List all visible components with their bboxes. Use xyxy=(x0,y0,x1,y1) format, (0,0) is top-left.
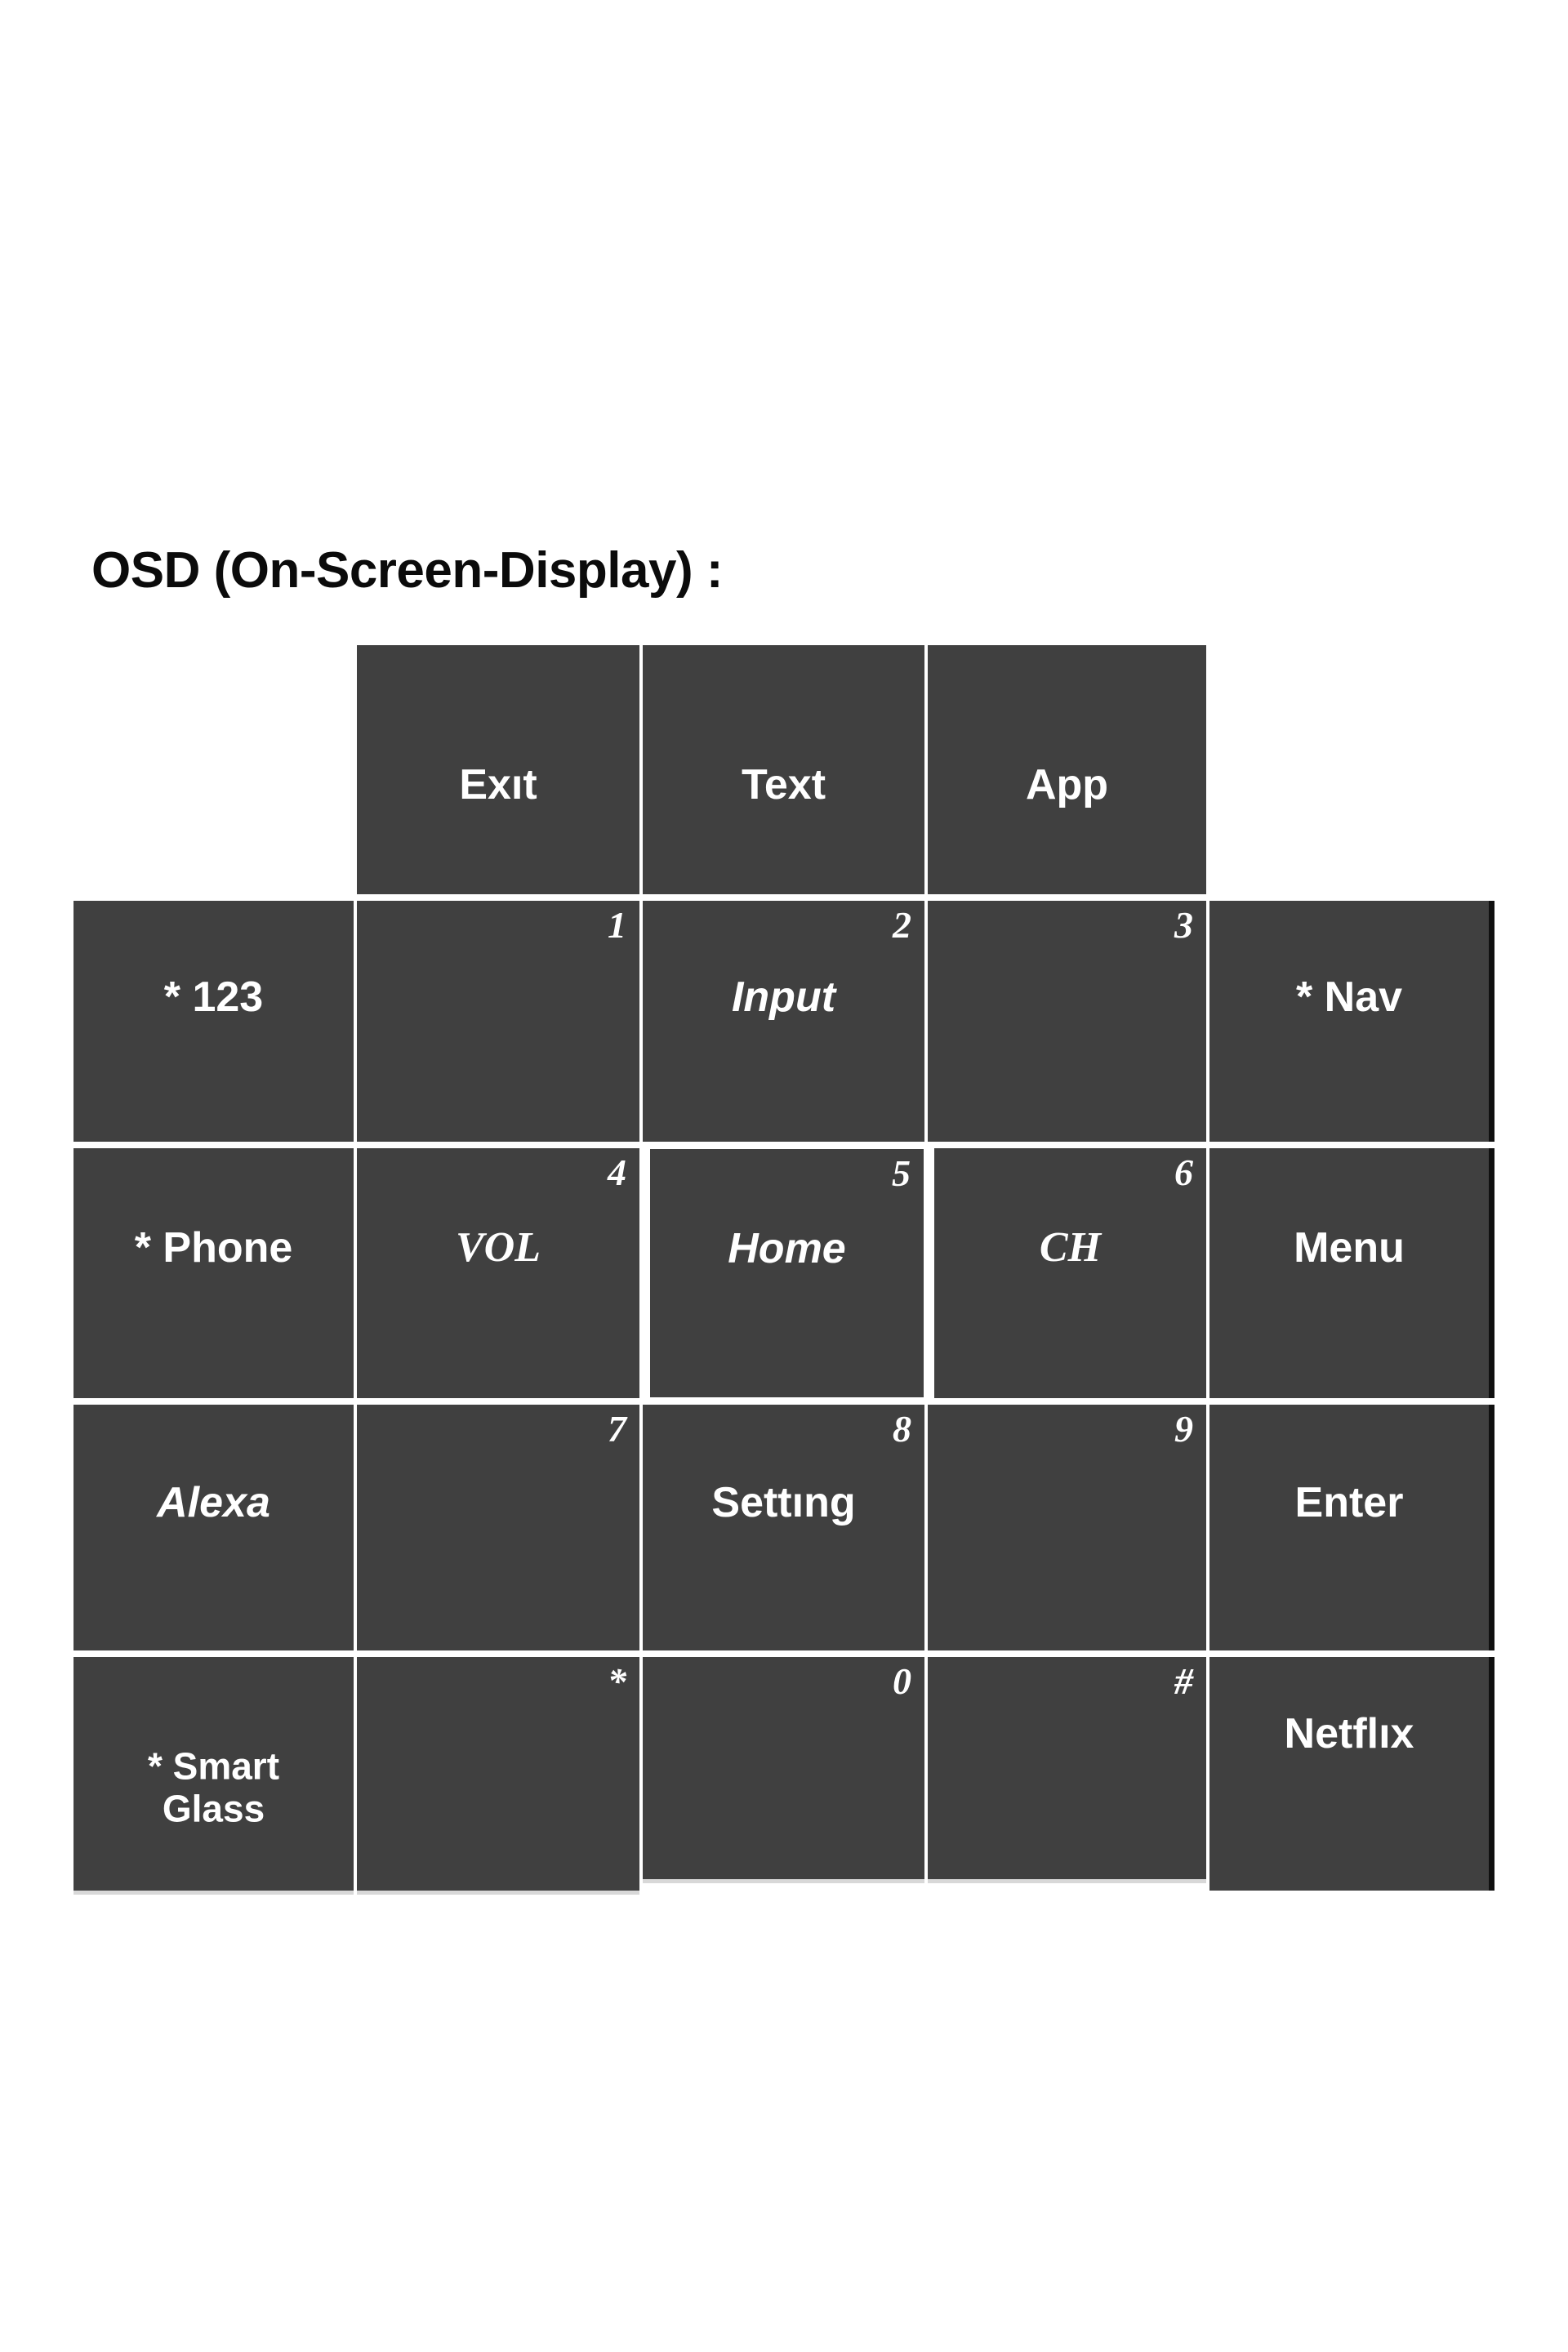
key-menu[interactable]: Menu xyxy=(1209,1148,1494,1398)
key-6-digit: 6 xyxy=(1174,1152,1193,1193)
key-2-digit: 2 xyxy=(893,904,911,946)
key-2-input[interactable]: 2 Input xyxy=(643,901,924,1142)
key-menu-label: Menu xyxy=(1294,1224,1405,1272)
key-8-label: Settıng xyxy=(711,1479,856,1527)
key-7[interactable]: 7 xyxy=(357,1405,639,1650)
key-1[interactable]: 1 xyxy=(357,901,639,1142)
key-app-label: App xyxy=(1025,760,1109,808)
page-title: OSD (On-Screen-Display) : xyxy=(91,542,723,599)
key-phone-label: * Phone xyxy=(134,1224,293,1272)
key-4-label: VOL xyxy=(456,1224,541,1272)
key-phone[interactable]: * Phone xyxy=(74,1148,354,1398)
key-0-digit: 0 xyxy=(893,1660,911,1702)
key-6-ch[interactable]: 6 CH xyxy=(934,1148,1206,1398)
key-star[interactable]: * xyxy=(357,1657,639,1895)
key-3[interactable]: 3 xyxy=(928,901,1206,1142)
key-8-digit: 8 xyxy=(893,1408,911,1450)
osd-keypad: Exıt Text App * 123 1 2 Input 3 * Nav * … xyxy=(74,645,1494,1895)
key-smart-glass-label: * Smart Glass xyxy=(147,1744,280,1830)
key-nav-label: * Nav xyxy=(1295,973,1403,1021)
key-8-setting[interactable]: 8 Settıng xyxy=(643,1405,924,1650)
key-5-label: Home xyxy=(728,1224,846,1272)
key-star-digit: * xyxy=(608,1660,626,1702)
key-exit-label: Exıt xyxy=(459,760,537,808)
key-1-digit: 1 xyxy=(608,904,626,946)
key-hash[interactable]: # xyxy=(928,1657,1206,1883)
key-123[interactable]: * 123 xyxy=(74,901,354,1142)
key-4-digit: 4 xyxy=(608,1152,626,1193)
key-6-label: CH xyxy=(1039,1224,1102,1272)
key-netflix-label: Netflıx xyxy=(1284,1710,1414,1758)
key-3-digit: 3 xyxy=(1174,904,1193,946)
key-9[interactable]: 9 xyxy=(928,1405,1206,1650)
key-5-home[interactable]: 5 Home xyxy=(643,1142,931,1405)
key-5-digit: 5 xyxy=(892,1152,911,1194)
key-alexa[interactable]: Alexa xyxy=(74,1405,354,1650)
key-2-label: Input xyxy=(731,973,836,1021)
key-smart-glass[interactable]: * Smart Glass xyxy=(74,1657,354,1895)
key-7-digit: 7 xyxy=(608,1408,626,1450)
key-nav[interactable]: * Nav xyxy=(1209,901,1494,1142)
key-4-vol[interactable]: 4 VOL xyxy=(357,1148,639,1398)
key-text[interactable]: Text xyxy=(643,645,924,894)
key-enter-label: Enter xyxy=(1294,1479,1404,1527)
key-netflix[interactable]: Netflıx xyxy=(1209,1657,1494,1891)
key-0[interactable]: 0 xyxy=(643,1657,924,1883)
key-app[interactable]: App xyxy=(928,645,1206,894)
key-hash-digit: # xyxy=(1174,1660,1193,1702)
key-text-label: Text xyxy=(741,760,826,808)
key-enter[interactable]: Enter xyxy=(1209,1405,1494,1650)
key-9-digit: 9 xyxy=(1174,1408,1193,1450)
key-alexa-label: Alexa xyxy=(157,1479,270,1527)
key-123-label: * 123 xyxy=(163,973,264,1021)
key-exit[interactable]: Exıt xyxy=(357,645,639,894)
